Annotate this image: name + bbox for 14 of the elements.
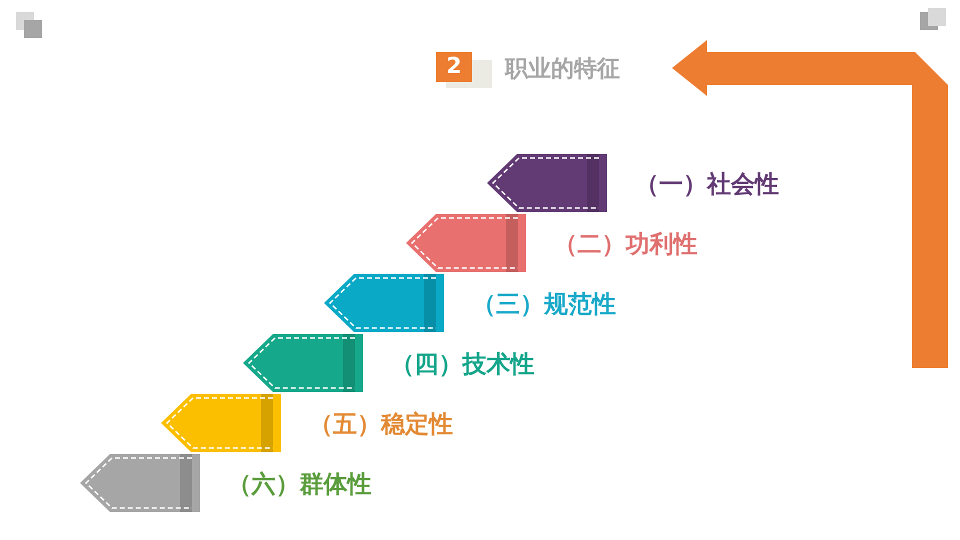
tag-label: （二）功利性 (554, 229, 698, 259)
tag-label: （六）群体性 (228, 469, 372, 499)
tag-label: （五）稳定性 (309, 409, 453, 439)
tag-label: （四）技术性 (390, 349, 534, 379)
arrow-tag (161, 393, 281, 453)
tag-label: （一）社会性 (635, 169, 779, 199)
tag-label: （三）规范性 (472, 289, 616, 319)
arrow-tag (406, 213, 526, 273)
number-badge: 2 (436, 52, 472, 82)
arrow-tag (324, 273, 444, 333)
arrow-tag (487, 153, 607, 213)
slide-title: 职业的特征 (505, 55, 620, 84)
arrow-tag (242, 333, 362, 393)
arrow-tag (80, 453, 200, 513)
